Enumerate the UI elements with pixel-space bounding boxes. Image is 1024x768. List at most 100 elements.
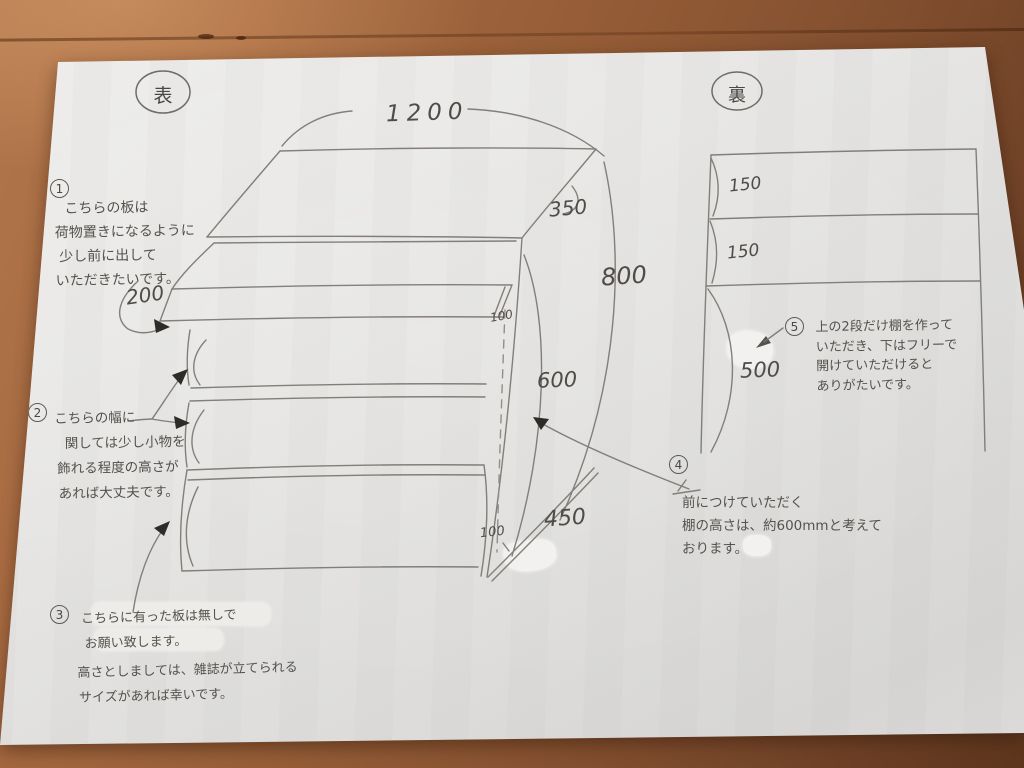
top-face-back-edge xyxy=(279,147,597,152)
note-4-number: 4 xyxy=(669,455,688,474)
side-bottom-edge-1 xyxy=(487,467,595,578)
arrowheads xyxy=(154,319,771,536)
note-2: こちらの幅に 関しては少し小物を 飾れる程度の高さが あれば大丈夫です。 xyxy=(54,405,187,507)
left-bracket-2 xyxy=(191,409,205,464)
note4-leader xyxy=(540,422,690,490)
note-line: 開けていただけると xyxy=(816,357,934,375)
wood-knot xyxy=(198,34,214,39)
note-5: 上の2段だけ棚を作って いただき、下はフリーで 開けていただけると ありがたいで… xyxy=(815,316,958,396)
dim-arc-left xyxy=(281,110,353,147)
shelf-c-top-1 xyxy=(186,464,485,471)
back-left-edge xyxy=(700,154,712,454)
dim-100-bottom-tick xyxy=(502,542,510,552)
dim-800: 800 xyxy=(600,260,648,292)
note-line: 関しては少し小物を xyxy=(64,433,186,452)
note5-arrow-line xyxy=(763,327,784,343)
top-face-front-edge-2 xyxy=(213,240,517,244)
dim-150-upper: 150 xyxy=(728,173,763,197)
arrowhead-200 xyxy=(154,319,170,333)
shelf-a-front-top xyxy=(171,284,513,290)
whiteout-patch xyxy=(92,603,270,625)
back-top-edge xyxy=(710,148,977,156)
dim-100-bottom: 100 xyxy=(479,523,506,542)
arrowhead-note2-lower xyxy=(174,416,190,429)
whiteout-patch xyxy=(743,535,771,556)
arrowhead-note2-upper xyxy=(172,369,188,385)
note-line: 上の2段だけ棚を作って xyxy=(815,317,954,336)
note-line: こちらの幅に xyxy=(54,409,136,428)
dim-600: 600 xyxy=(536,367,578,393)
note-5-number: 5 xyxy=(785,317,804,336)
back-tick-150-2 xyxy=(709,220,718,284)
back-view-drawing xyxy=(700,148,986,454)
note-1: こちらの板は 荷物置きになるように 少し前に出して いただきたいです。 xyxy=(54,195,196,293)
arrowhead-note4 xyxy=(533,417,549,430)
note-4: 前につけていただく 棚の高さは、約600mmと考えて おります。 xyxy=(682,492,882,561)
dim-150-lower: 150 xyxy=(726,240,761,264)
dim-1200: 1200 xyxy=(385,98,469,128)
shelf-c-left xyxy=(179,469,188,572)
note-line: いただきたいです。 xyxy=(55,271,180,290)
shelf-c-top-2 xyxy=(187,474,486,481)
back-divider-1 xyxy=(709,213,979,220)
shelf-a-front-bottom xyxy=(159,316,505,322)
top-face-right-slant xyxy=(521,148,597,239)
shelf-c-right xyxy=(480,464,488,577)
note-3-number: 3 xyxy=(50,605,69,624)
shelf-a-left-end xyxy=(159,288,173,322)
dim-350-leader xyxy=(562,185,579,215)
note2-leader xyxy=(127,418,153,422)
note-line: いただき、下はフリーで xyxy=(815,337,958,355)
badge-circles xyxy=(135,70,763,114)
note-2-number: 2 xyxy=(28,403,47,422)
note-line: 前につけていただく xyxy=(682,495,804,511)
note3-arrow-curve xyxy=(132,527,165,613)
note-1-number: 1 xyxy=(50,179,69,198)
note-line: お願い致します。 xyxy=(84,634,188,652)
left-edge-1 xyxy=(186,329,191,386)
dim-800-curve xyxy=(559,161,616,521)
back-badge-circle xyxy=(711,71,763,111)
note-line: 棚の高さは、約600mmと考えて xyxy=(682,518,882,534)
back-divider-2 xyxy=(706,280,981,287)
dim-450: 450 xyxy=(543,504,587,533)
top-face-left-slant xyxy=(206,150,281,238)
dim-arc-right xyxy=(467,108,605,157)
shelf-b-bottom xyxy=(189,396,486,402)
note4-underline xyxy=(672,489,701,495)
front-view-drawing xyxy=(118,108,701,613)
shelf-a-left-slant xyxy=(171,242,215,290)
note-line: あれば大丈夫です。 xyxy=(58,483,179,503)
note4-tick xyxy=(677,479,687,492)
top-face-front-edge xyxy=(206,235,523,239)
dim-500: 500 xyxy=(739,357,781,383)
back-bracket-500 xyxy=(707,288,734,453)
note-3: こちらに有った板は無しで お願い致します。 高さとしましては、雑誌が立てられる … xyxy=(77,601,299,711)
back-tick-150-1 xyxy=(710,157,719,217)
back-right-edge xyxy=(975,148,986,452)
whiteout-patch xyxy=(95,629,223,650)
shelf-b-top xyxy=(190,383,487,389)
note-line: こちらの板は xyxy=(64,199,149,218)
shelf-c-bottom xyxy=(181,566,479,572)
dim-350: 350 xyxy=(548,194,589,222)
wood-knot xyxy=(236,36,246,40)
shelf-c-left-bracket xyxy=(185,486,199,567)
back-badge: 裏 xyxy=(728,85,746,106)
front-badge-circle xyxy=(135,70,191,114)
front-badge: 表 xyxy=(153,85,173,107)
note-line: 荷物置きになるように xyxy=(54,222,195,242)
note-line: 飾れる程度の高さが xyxy=(57,458,179,478)
shelf-a-right-end xyxy=(499,284,513,316)
arrow-200-curve xyxy=(118,281,163,334)
note-line: 少し前に出して xyxy=(59,247,157,266)
arrowhead-note3 xyxy=(154,521,170,536)
side-front-edge xyxy=(486,237,523,578)
left-edge-2 xyxy=(184,402,190,468)
side-bottom-edge-2 xyxy=(491,472,599,582)
note-line: おります。 xyxy=(682,541,749,557)
